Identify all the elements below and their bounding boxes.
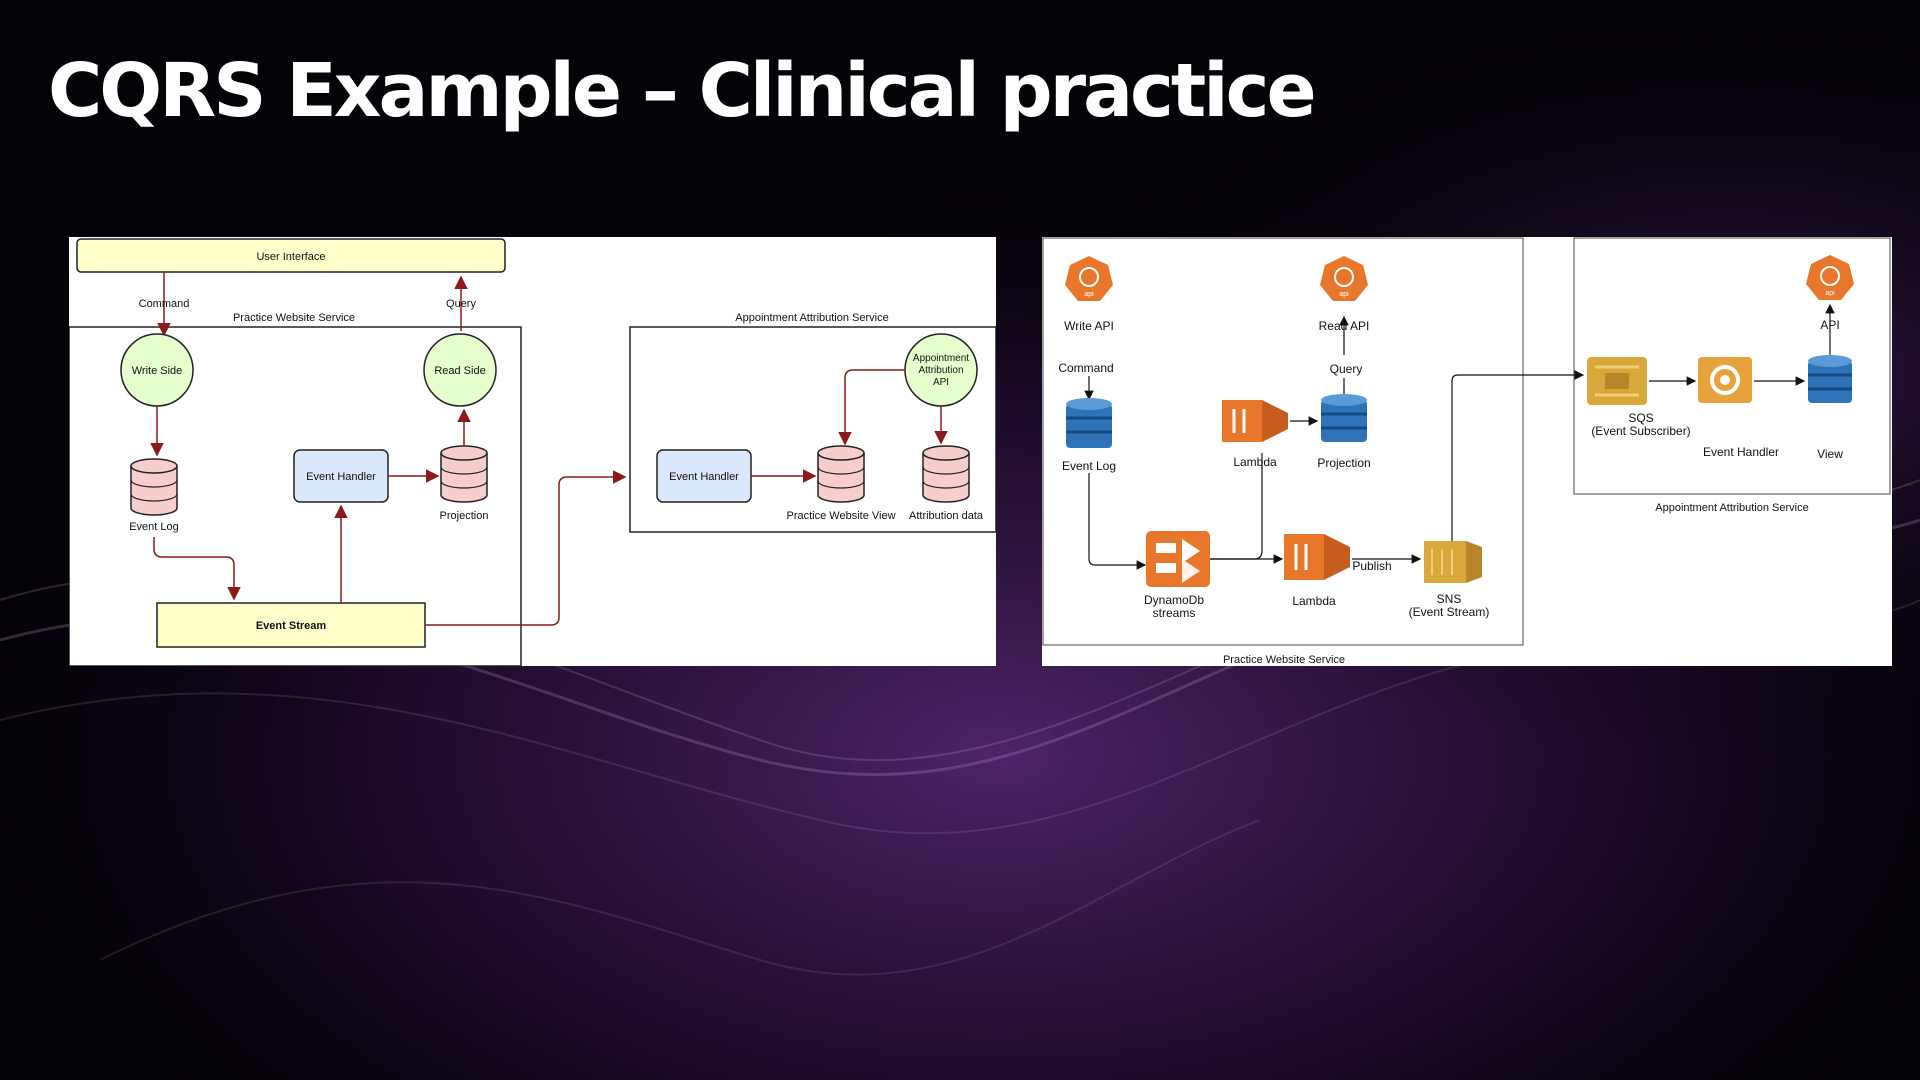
event-log-label: Event Log — [129, 521, 179, 533]
view-dynamodb-icon — [1808, 355, 1852, 403]
appointment-service-label: Appointment Attribution Service — [1655, 502, 1808, 514]
attribution-data-label: Attribution data — [909, 510, 984, 522]
svg-text:api: api — [1084, 291, 1094, 298]
query-label: Query — [446, 298, 476, 310]
sqs-icon — [1587, 357, 1647, 405]
event-stream-label: Event Stream — [256, 620, 327, 632]
sqs-label-1: SQS — [1628, 411, 1653, 425]
svg-text:api: api — [1339, 291, 1349, 298]
attribution-api-line-2: Attribution — [918, 365, 963, 376]
slide-title: CQRS Example – Clinical practice — [48, 48, 1317, 134]
event-handler-label: Event Handler — [306, 471, 376, 483]
practice-service-boundary — [1042, 237, 1524, 646]
event-log-label: Event Log — [1062, 459, 1116, 473]
read-side-label: Read Side — [434, 365, 485, 377]
user-interface-label: User Interface — [256, 251, 325, 263]
event-handler-gear-icon — [1698, 357, 1752, 403]
projection-db — [440, 445, 488, 503]
dynamodb-streams-label-1: DynamoDb — [1144, 593, 1204, 607]
command-label: Command — [1058, 361, 1113, 375]
query-label: Query — [1330, 362, 1363, 376]
projection-dynamodb-icon — [1321, 394, 1367, 442]
sqs-label-2: (Event Subscriber) — [1591, 424, 1690, 438]
write-api-icon: api — [1065, 256, 1113, 301]
lambda-2-label: Lambda — [1292, 594, 1336, 608]
lambda-1-icon — [1222, 400, 1288, 442]
cqrs-generic-diagram: Practice Website Service Appointment Att… — [69, 237, 996, 666]
attribution-api-line-1: Appointment — [913, 353, 969, 364]
event-log-dynamodb-icon — [1066, 398, 1112, 448]
practice-website-view-label: Practice Website View — [786, 510, 895, 522]
dynamodb-streams-label-2: streams — [1153, 606, 1196, 620]
projection-label: Projection — [1317, 456, 1370, 470]
attribution-data-db — [922, 445, 970, 503]
write-side-label: Write Side — [132, 365, 183, 377]
projection-label: Projection — [440, 510, 489, 522]
appointment-service-label: Appointment Attribution Service — [735, 312, 888, 324]
write-api-label: Write API — [1064, 319, 1114, 333]
event-handler-2-label: Event Handler — [669, 471, 739, 483]
event-log-db — [130, 458, 178, 516]
practice-service-boundary — [69, 326, 522, 666]
publish-label: Publish — [1352, 559, 1391, 573]
cqrs-aws-diagram: Practice Website Service Appointment Att… — [1042, 237, 1892, 666]
command-label: Command — [139, 298, 190, 310]
lambda-2-icon — [1284, 534, 1350, 580]
lambda-1-label: Lambda — [1233, 455, 1277, 469]
read-side-node — [423, 333, 497, 407]
practice-service-label: Practice Website Service — [1223, 654, 1345, 666]
sns-icon — [1424, 541, 1482, 583]
practice-service-label: Practice Website Service — [233, 312, 355, 324]
view-label: View — [1817, 447, 1843, 461]
svg-text:api: api — [1825, 290, 1835, 297]
event-stream-box — [156, 602, 426, 648]
practice-website-view-db — [817, 445, 865, 503]
user-interface-box — [76, 238, 506, 273]
event-handler-label: Event Handler — [1703, 445, 1779, 459]
read-api-icon: api — [1320, 256, 1368, 301]
appointment-service-boundary — [629, 326, 996, 533]
dynamodb-streams-icon — [1146, 531, 1210, 587]
sns-label-2: (Event Stream) — [1409, 605, 1490, 619]
attribution-api-line-3: API — [933, 377, 949, 388]
sns-label-1: SNS — [1437, 592, 1462, 606]
appointment-service-boundary — [1573, 237, 1891, 495]
api-icon: api — [1806, 255, 1854, 300]
